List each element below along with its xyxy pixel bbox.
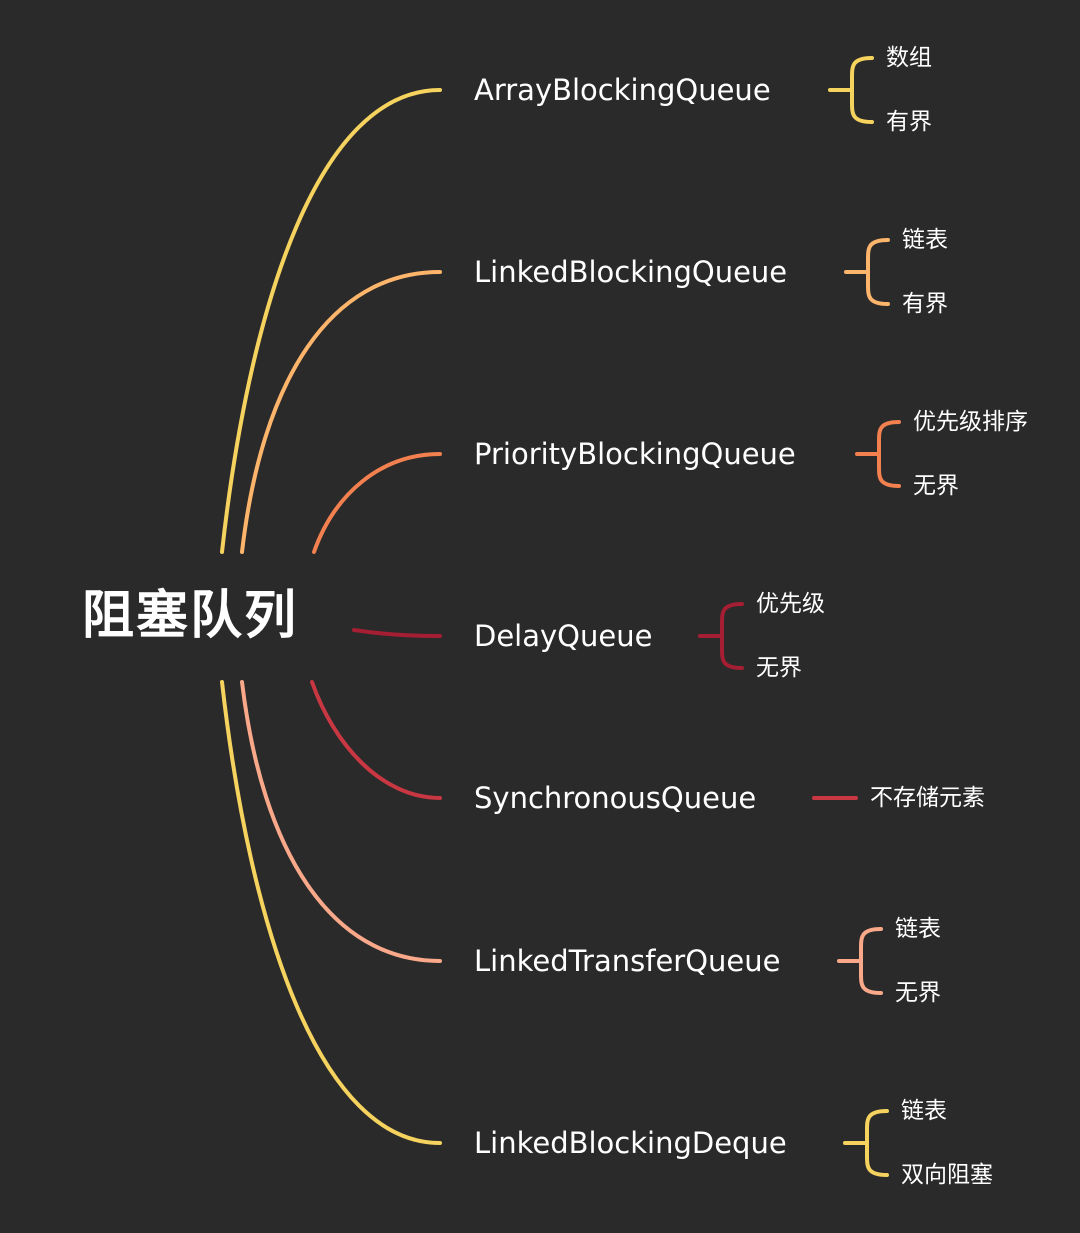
root-topic: 阻塞队列 — [82, 586, 299, 646]
branch-linkedblockingdeque: LinkedBlockingDeque — [474, 1126, 787, 1160]
leaf-priority-sorting: 优先级排序 — [913, 409, 1028, 435]
brace-linkedblockingqueue — [844, 238, 890, 306]
leaf-bidirectional-blocking: 双向阻塞 — [901, 1162, 993, 1188]
connector-linkedblockingqueue — [240, 270, 442, 554]
branch-linkedblockingqueue: LinkedBlockingQueue — [474, 255, 788, 289]
leaf-bounded: 有界 — [886, 109, 932, 135]
leaf-linked-list: 链表 — [902, 227, 948, 253]
leaf-no-storage: 不存储元素 — [870, 785, 985, 811]
branch-priorityblockingqueue: PriorityBlockingQueue — [474, 437, 796, 471]
connector-priorityblockingqueue — [312, 452, 442, 554]
connector-arrayblockingqueue — [220, 88, 442, 554]
branch-linkedtransferqueue: LinkedTransferQueue — [474, 944, 781, 978]
connector-linkedtransferqueue — [240, 680, 442, 963]
branch-synchronousqueue: SynchronousQueue — [474, 781, 757, 815]
brace-arrayblockingqueue — [828, 56, 874, 124]
connector-synchronousqueue — [310, 680, 442, 800]
branch-arrayblockingqueue: ArrayBlockingQueue — [474, 73, 771, 107]
branch-delayqueue: DelayQueue — [474, 619, 653, 653]
brace-priorityblockingqueue — [855, 420, 901, 488]
leaf-linked-list: 链表 — [901, 1098, 947, 1124]
leaf-unbounded: 无界 — [913, 473, 959, 499]
connector-delayqueue — [352, 628, 442, 638]
brace-linkedtransferqueue — [837, 927, 883, 995]
leaf-bounded: 有界 — [902, 291, 948, 317]
brace-delayqueue — [698, 602, 744, 670]
leaf-priority: 优先级 — [756, 591, 825, 617]
leaf-linked-list: 链表 — [895, 916, 941, 942]
leaf-array: 数组 — [886, 45, 932, 71]
leaf-unbounded: 无界 — [756, 655, 802, 681]
leaf-unbounded: 无界 — [895, 980, 941, 1006]
brace-linkedblockingdeque — [843, 1109, 889, 1177]
connector-linkedblockingdeque — [220, 680, 442, 1145]
